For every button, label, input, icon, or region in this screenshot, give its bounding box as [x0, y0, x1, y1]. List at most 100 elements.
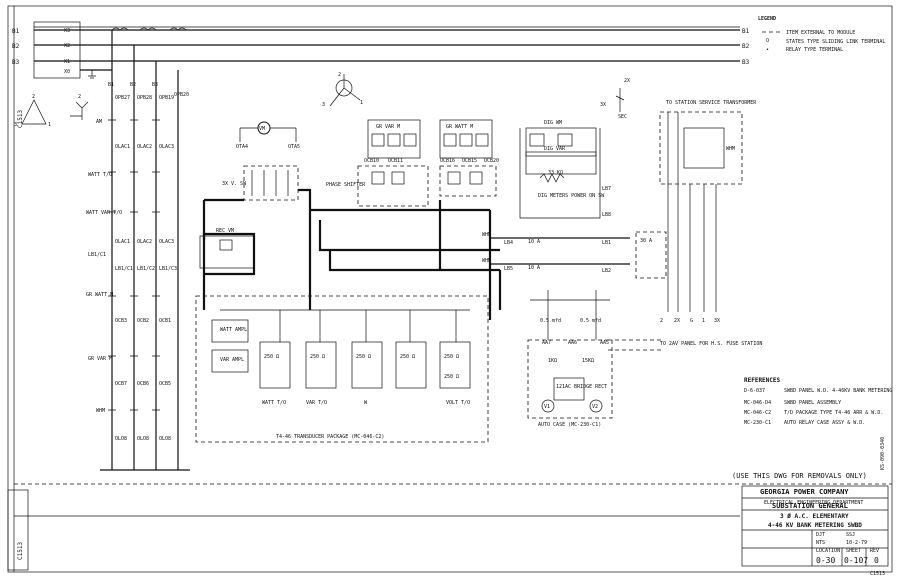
term-x0: X0: [64, 69, 70, 75]
svg-text:2: 2: [32, 94, 35, 100]
svg-text:MC-230-C1: MC-230-C1: [744, 420, 771, 426]
sheet-border: [7, 5, 893, 573]
svg-text:250 Ω: 250 Ω: [444, 354, 459, 360]
title-line-2: 3 Ø A.C. ELEMENTARY: [780, 513, 849, 520]
scale: NTS: [816, 540, 825, 546]
svg-text:250 Ω: 250 Ω: [264, 354, 279, 360]
svg-text:AUTO RELAY CASE ASSY & W.D.: AUTO RELAY CASE ASSY & W.D.: [784, 420, 865, 426]
c1-t3: LB1/C1: [115, 266, 133, 272]
svg-text:G: G: [690, 318, 693, 324]
svg-text:3X: 3X: [714, 318, 720, 324]
svg-text:0.5 mfd: 0.5 mfd: [580, 318, 601, 324]
legend-item-1: ITEM EXTERNAL TO MODULE: [786, 30, 855, 36]
svg-text:2: 2: [78, 94, 81, 100]
svg-text:LB1: LB1: [602, 240, 611, 246]
col-head-1: B1: [108, 82, 114, 88]
svg-text:OCB15: OCB15: [462, 158, 477, 164]
row-label-lb1: LB1/C1: [88, 252, 106, 258]
pt-module-box: [33, 21, 81, 79]
svg-text:LB5: LB5: [504, 266, 513, 272]
c3-t2: OLAC3: [159, 239, 174, 245]
var-ampl-box: [211, 349, 249, 373]
bus-right-b3: B3: [742, 59, 750, 66]
svg-text:OCB20: OCB20: [484, 158, 499, 164]
svg-text:3: 3: [14, 122, 17, 128]
svg-text:SWBD PANEL ASSEMBLY: SWBD PANEL ASSEMBLY: [784, 400, 841, 406]
svg-text:MC-046-D4: MC-046-D4: [744, 400, 771, 406]
legend: LEGEND ITEM EXTERNAL TO MODULE O STATES …: [758, 16, 885, 53]
left-side-code: C1513: [17, 542, 24, 560]
c2-t1: OLAC2: [137, 144, 152, 150]
vm-term-a: OTA4: [236, 144, 248, 150]
svg-text:SWBD PANEL W.D. 4-46KV BANK ME: SWBD PANEL W.D. 4-46KV BANK METERING: [784, 388, 892, 394]
row-label-watt-to: WATT T/O: [88, 172, 112, 178]
left-revision-strip: [7, 489, 29, 571]
col-head-2: B2: [130, 82, 136, 88]
svg-text:250 Ω: 250 Ω: [400, 354, 415, 360]
sheet-no: 0-107: [844, 556, 868, 565]
vsw-box: [243, 165, 299, 201]
row-label-watt-var-to: WATT VAR T/O: [86, 210, 122, 216]
references-title: REFERENCES: [744, 377, 781, 384]
svg-text:OCB16: OCB16: [440, 158, 455, 164]
dig-meters-sw: DIG METERS POWER ON SW: [538, 193, 605, 199]
svg-text:2X: 2X: [674, 318, 680, 324]
c2-t2: OLAC2: [137, 239, 152, 245]
svg-text:121AC BRIDGE RECT: 121AC BRIDGE RECT: [556, 384, 607, 390]
drawn-by: DJT: [816, 532, 825, 538]
dept-name: ELECTRICAL ENGINEERING DEPARTMENT: [764, 500, 863, 506]
c1-t6: OLO8: [115, 436, 127, 442]
svg-text:VAR AMPL: VAR AMPL: [220, 357, 244, 363]
c2-t0: OPB28: [137, 95, 152, 101]
svg-text:2: 2: [338, 72, 341, 78]
svg-text:WATT AMPL: WATT AMPL: [220, 327, 247, 333]
c1-t0: OPB27: [115, 95, 130, 101]
transducer-cells: [259, 341, 471, 389]
svg-text:VOLT T/O: VOLT T/O: [446, 400, 470, 406]
svg-text:OCB11: OCB11: [388, 158, 403, 164]
svg-text:T/D PACKAGE TYPE T4-46 ARR & W: T/D PACKAGE TYPE T4-46 ARR & W.D.: [784, 410, 883, 416]
svg-text:VM: VM: [259, 126, 265, 132]
c3-t3: LB1/C3: [159, 266, 177, 272]
svg-text:GR WATT M: GR WATT M: [446, 124, 473, 130]
c2-t4: OCB2: [137, 318, 149, 324]
bus-right-b2: B2: [742, 43, 750, 50]
c2-t6: OLO8: [137, 436, 149, 442]
c1-t2: OLAC1: [115, 239, 130, 245]
removals-note: (USE THIS DWG FOR REMOVALS ONLY): [732, 472, 867, 480]
svg-text:1: 1: [360, 100, 363, 106]
term-x3: X3: [64, 28, 70, 34]
fuse-30a-box: [635, 231, 667, 279]
svg-text:•: •: [766, 47, 769, 53]
watt-ampl-box: [211, 319, 249, 343]
bus-right-b1: B1: [742, 28, 750, 35]
term-x1: X1: [64, 59, 70, 65]
svg-text:GR VAR M: GR VAR M: [376, 124, 400, 130]
bus-left-b1: B1: [12, 28, 20, 35]
row-label-gr-watt: GR WATT M: [86, 292, 113, 298]
delta-phasor-symbol: 2 3 1 2: [14, 94, 89, 128]
svg-text:WHM: WHM: [482, 258, 491, 264]
svg-text:WATT T/O: WATT T/O: [262, 400, 286, 406]
svg-text:MC-046-C2: MC-046-C2: [744, 410, 771, 416]
svg-text:O: O: [766, 38, 769, 44]
c2-t3: LB1/C2: [137, 266, 155, 272]
checked-by: SSJ: [846, 532, 855, 538]
svg-text:3: 3: [322, 102, 325, 108]
svg-text:AA7: AA7: [542, 340, 551, 346]
svg-text:V2: V2: [592, 404, 598, 410]
row-label-whm: WHM: [96, 408, 105, 414]
voltmeter: VM OTA4 OTA5: [236, 121, 300, 150]
svg-text:VAR T/O: VAR T/O: [306, 400, 327, 406]
row-label-am: AM: [96, 119, 102, 125]
location-no: 0-30: [816, 556, 835, 565]
c3-t0: OPB19: [159, 95, 174, 101]
rec-vm-box: [199, 235, 255, 269]
vsw-label: 3X V. SW: [222, 181, 247, 187]
svg-text:LOCATION: LOCATION: [816, 548, 840, 554]
rev-no: 0: [874, 556, 879, 565]
auto-case-box: [527, 339, 613, 419]
svg-text:OCB10: OCB10: [364, 158, 379, 164]
